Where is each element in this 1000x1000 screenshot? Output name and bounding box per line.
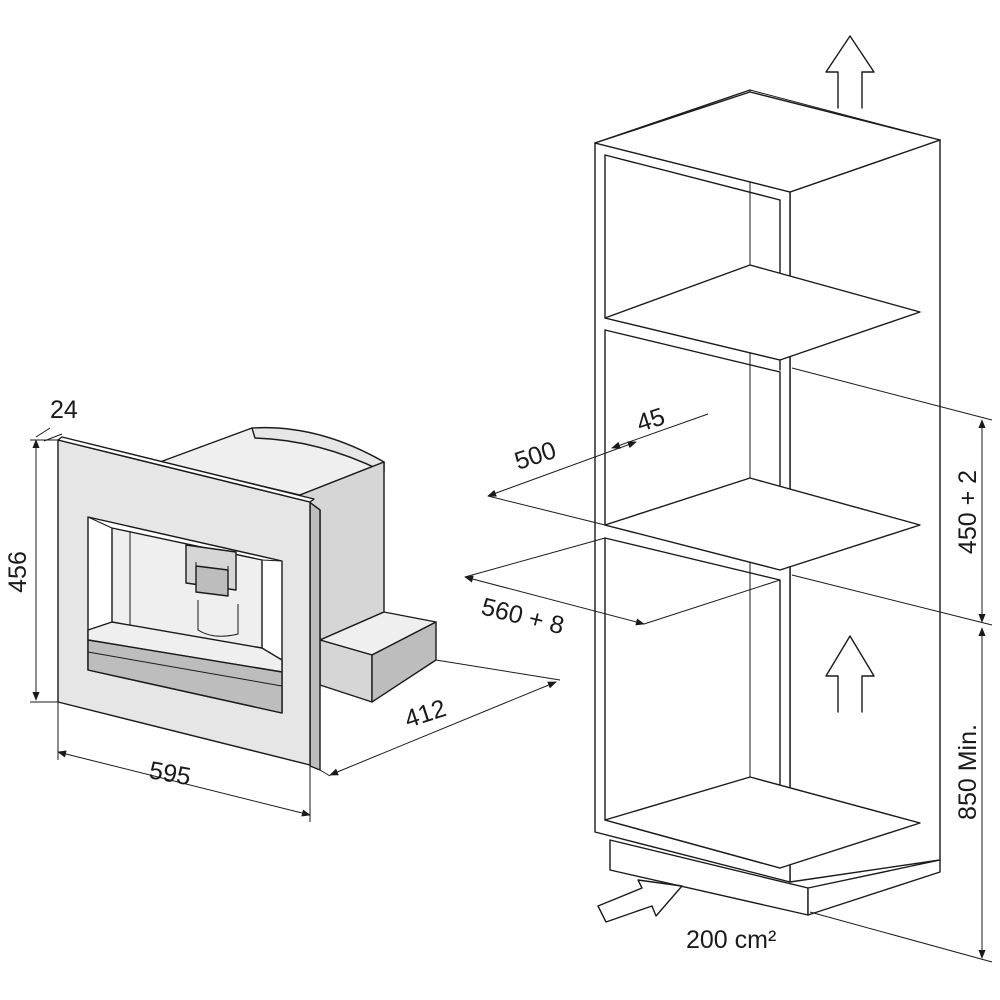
drip-tray-front bbox=[87, 639, 283, 714]
cabinet-shelf-upper bbox=[604, 264, 921, 361]
dim-appliance-width: 595 bbox=[147, 756, 193, 791]
cabinet-shelf-middle bbox=[604, 477, 921, 571]
cabinet-drawing bbox=[464, 35, 993, 963]
dim-niche-height: 450 + 2 bbox=[954, 470, 982, 554]
airflow-arrow-inlet bbox=[597, 879, 683, 923]
spout-nozzle bbox=[195, 565, 229, 597]
airflow-arrow-middle bbox=[825, 635, 875, 713]
dim-frame-depth: 24 bbox=[50, 396, 78, 424]
dim-niche-depth: 500 bbox=[511, 436, 559, 476]
appliance-front-frame-edge bbox=[57, 436, 315, 503]
airflow-arrow-top bbox=[825, 35, 875, 109]
cabinet-shelf-top bbox=[594, 91, 941, 193]
appliance-drawing bbox=[30, 426, 561, 822]
dim-floor-height: 850 Min. bbox=[954, 724, 982, 820]
dim-vent-area: 200 cm² bbox=[686, 926, 776, 954]
dim-appliance-height: 456 bbox=[4, 551, 32, 593]
dim-appliance-depth: 412 bbox=[401, 694, 449, 734]
cabinet-shelf-bottom bbox=[604, 776, 921, 869]
